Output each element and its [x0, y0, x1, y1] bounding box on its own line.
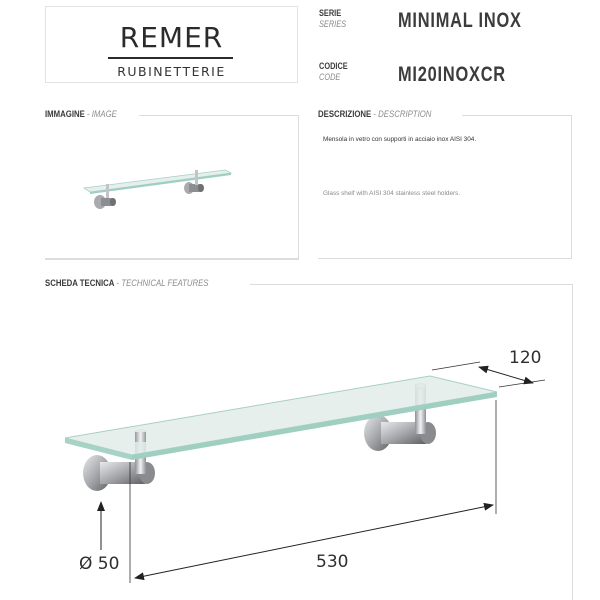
technical-frame-top [45, 284, 573, 285]
logo-divider [108, 57, 233, 59]
image-title-it: IMMAGINE [45, 109, 85, 120]
series-label: SERIE [319, 8, 342, 18]
dimension-diameter: Ø 50 [79, 554, 120, 574]
technical-section-title: SCHEDA TECNICA - TECHNICAL FEATURES [45, 278, 251, 289]
series-label-en: SERIES [319, 19, 347, 29]
image-section-title: IMMAGINE - IMAGE [45, 109, 139, 120]
description-section-title: DESCRIZIONE - DESCRIPTION [318, 109, 463, 120]
dimension-width: 530 [316, 552, 349, 572]
description-text-it: Mensola in vetro con supporti in acciaio… [323, 136, 477, 143]
brand-logo: REMER RUBINETTERIE [45, 6, 298, 83]
description-title-it: DESCRIZIONE [318, 109, 372, 120]
glass-shelf-photo-icon [82, 169, 233, 209]
code-label: CODICE [319, 61, 348, 71]
description-title-en: DESCRIPTION [378, 109, 432, 120]
series-value: MINIMAL INOX [398, 9, 522, 32]
image-title-en: IMAGE [91, 109, 117, 120]
code-label-en: CODE [319, 72, 341, 82]
technical-drawing-icon [64, 361, 546, 583]
code-value: MI20INOXCR [398, 63, 506, 86]
brand-tagline: RUBINETTERIE [117, 64, 226, 79]
dimension-depth: 120 [509, 348, 542, 368]
technical-title-it: SCHEDA TECNICA [45, 278, 115, 289]
brand-name: REMER [119, 21, 224, 54]
technical-title-en: TECHNICAL FEATURES [121, 278, 209, 289]
image-frame [45, 115, 299, 259]
description-text-en: Glass shelf with AISI 304 stainless stee… [323, 190, 461, 197]
technical-frame-right [572, 284, 573, 600]
image-frame-bottom [45, 259, 299, 260]
